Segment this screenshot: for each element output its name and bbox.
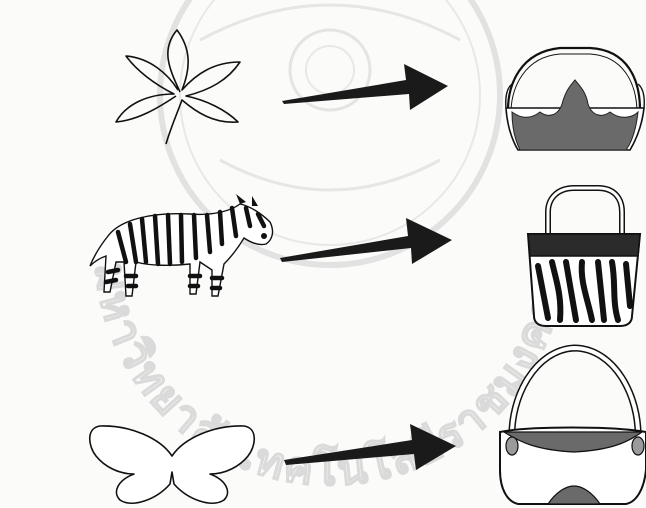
leaf-pattern-handbag xyxy=(506,48,645,150)
leaf-icon xyxy=(116,30,240,144)
watermark-seal: มหาวิทยาลัยเทคโนโลยีราชมงคลพระนคร xyxy=(0,0,576,496)
row-leaf xyxy=(116,30,644,150)
zebra-pattern-tote xyxy=(528,188,640,326)
watermark-text: มหาวิทยาลัยเทคโนโลยีราชมงคลพระนคร xyxy=(0,0,576,496)
row-zebra xyxy=(90,188,640,326)
